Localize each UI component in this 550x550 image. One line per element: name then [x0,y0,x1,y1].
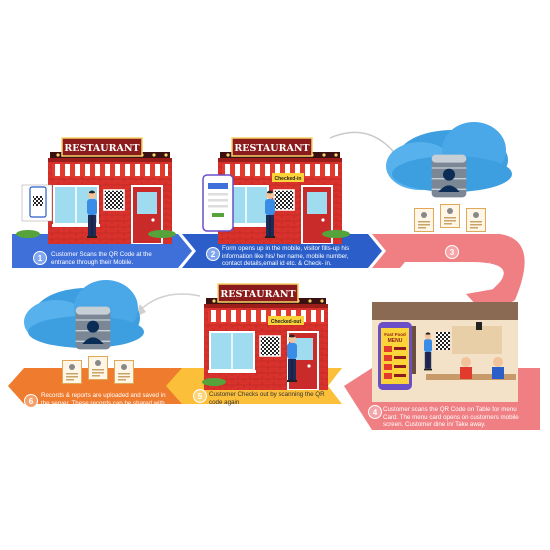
step-badge-4: 4 [368,405,382,419]
restaurant-store-1: RESTAURANT [47,137,173,244]
record-card-icon [88,356,108,380]
phone-icon [21,184,53,222]
phone-form-icon [202,174,234,232]
record-card-icon [114,360,134,384]
step-6-caption: Records & reports are uploaded and saved… [41,392,166,415]
step-number-3: 3 [450,248,455,257]
menu-line-1: Fast Food [384,332,406,337]
step-4-caption: Customer scans the QR Code on Table for … [383,406,519,429]
menu-phone-icon: Fast Food MENU [378,322,412,390]
checked-in-label: Checked-in [275,176,302,182]
database-user-icon [430,153,468,199]
step-1-caption: Customer Scans the QR Code at the entran… [51,251,152,266]
restaurant-sign-1: RESTAURANT [64,143,139,154]
connector-6-from-cloud [137,293,201,313]
step-5-caption: Customer Checks out by scanning the QR c… [209,391,325,406]
restaurant-store-2: RESTAURANT [217,137,343,244]
step-2-caption: Form opens up in the mobile, visitor fil… [222,245,350,268]
record-card-icon [466,208,486,232]
step-badge-6: 6 [24,394,38,408]
step-badge-1: 1 [33,251,47,265]
cloud-server-6 [24,280,144,384]
step-number-5: 5 [198,392,203,401]
checked-out-tag: Checked-out [268,316,304,325]
step-number-1: 1 [38,254,43,263]
step-badge-2: 2 [206,247,220,261]
cloud-server-3 [386,122,512,232]
step-3-caption: Customer information stored on cloud ser… [411,262,491,277]
restaurant-store-5: RESTAURANT [203,283,329,390]
restaurant-sign-2: RESTAURANT [234,143,309,154]
record-card-icon [62,360,82,384]
step-number-4: 4 [373,408,378,417]
database-user-icon [74,305,112,351]
record-card-icon [440,204,460,228]
checked-out-label: Checked-out [271,319,302,325]
restaurant-sign-5: RESTAURANT [220,289,295,300]
checked-in-tag: Checked-in [272,173,304,182]
arrow-step-6 [8,368,182,404]
record-card-icon [414,208,434,232]
menu-line-2: MENU [388,338,403,344]
arrow-step-3-band [372,234,414,268]
step-number-2: 2 [211,250,216,259]
step-badge-3: 3 [445,245,459,259]
step-number-6: 6 [29,397,34,406]
step-badge-5: 5 [193,389,207,403]
